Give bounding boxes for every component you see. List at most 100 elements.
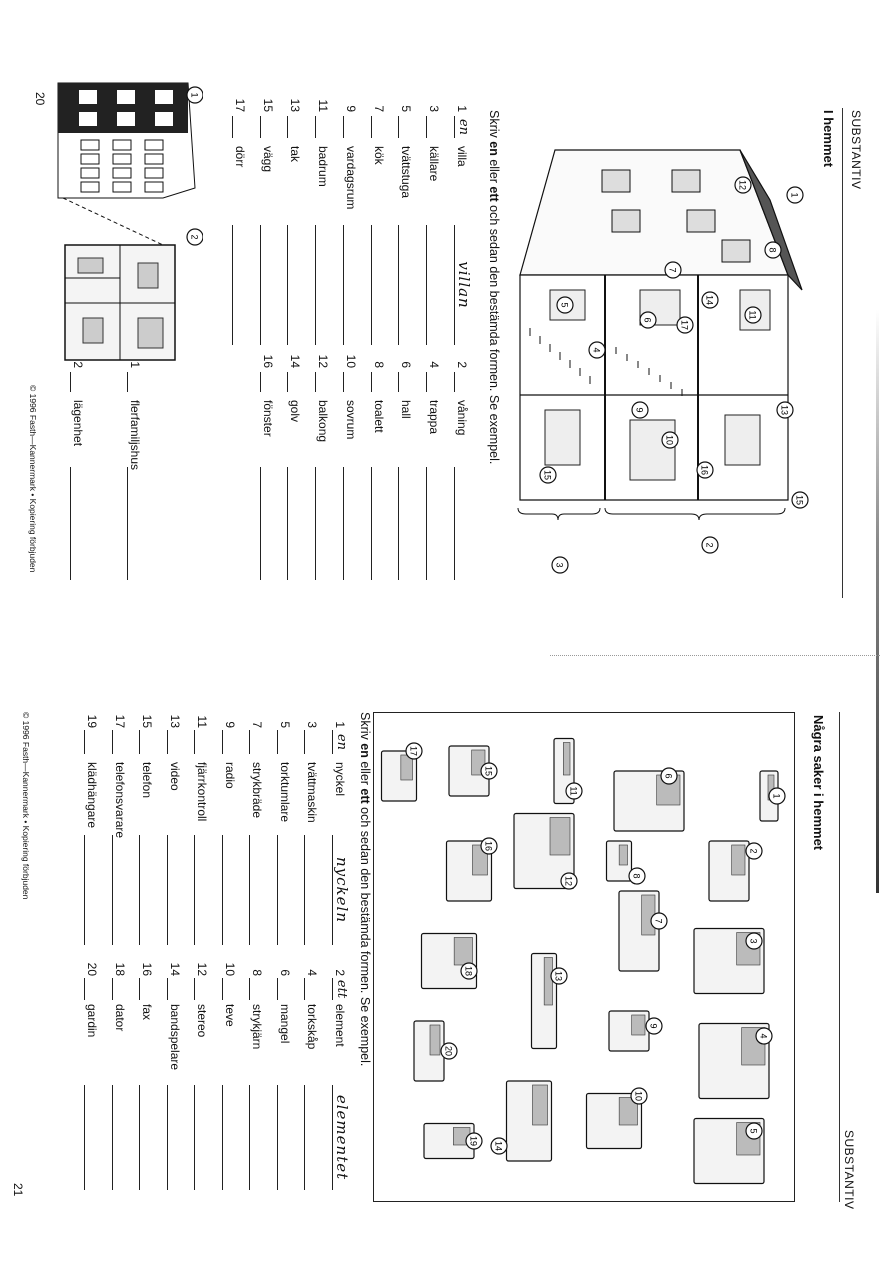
article-blank[interactable] <box>454 372 470 392</box>
callout-number: 4 <box>755 1027 773 1045</box>
callout-number: 17 <box>405 742 423 760</box>
article-blank[interactable]: ett <box>332 978 349 1000</box>
television-drawing <box>585 1092 643 1150</box>
item-number: 10 <box>223 962 237 976</box>
article-blank[interactable] <box>222 978 238 1000</box>
article-blank[interactable] <box>194 730 211 754</box>
definite-form-blank[interactable] <box>112 1085 128 1190</box>
item-word: stereo <box>195 1004 210 1038</box>
article-blank[interactable]: en <box>454 116 471 138</box>
page-title: Några saker i hemmet <box>811 715 826 851</box>
radio-drawing <box>608 1010 650 1052</box>
definite-form-blank[interactable] <box>167 1085 183 1190</box>
definite-form-blank[interactable] <box>277 1085 293 1190</box>
definite-form-blank[interactable]: elementet <box>332 1085 351 1190</box>
callout-label: 14 <box>705 295 715 305</box>
item-number: 1 <box>455 105 469 112</box>
definite-form-blank[interactable] <box>194 835 211 945</box>
computer-drawing <box>420 932 478 990</box>
definite-form-blank[interactable] <box>304 1085 321 1190</box>
item-number: 8 <box>250 969 265 976</box>
article-blank[interactable] <box>194 978 211 1000</box>
definite-form-blank[interactable] <box>167 835 183 945</box>
callout-label: 1 <box>790 192 800 197</box>
article-blank[interactable] <box>370 372 387 392</box>
definite-form-blank[interactable]: nyckeln <box>332 835 351 945</box>
scan-artifact <box>876 310 879 893</box>
item-word: telefonsvarare <box>113 762 127 839</box>
definite-form-blank[interactable] <box>84 835 101 945</box>
definite-form-blank[interactable] <box>139 1085 156 1190</box>
definite-form-blank[interactable] <box>249 835 266 945</box>
item-word: trappa <box>427 400 442 435</box>
article-blank[interactable]: en <box>332 730 349 754</box>
article-blank[interactable] <box>277 978 293 1000</box>
article-blank[interactable] <box>167 978 183 1000</box>
article-blank[interactable] <box>426 116 443 138</box>
callout-label: 2 <box>749 848 759 853</box>
definite-form-blank[interactable] <box>277 835 293 945</box>
article-blank[interactable] <box>112 978 128 1000</box>
callout-number: 15 <box>539 466 557 484</box>
item-word: våning <box>455 400 469 436</box>
instruction-bold-en: en <box>487 141 501 156</box>
definite-form-blank[interactable] <box>139 835 156 945</box>
article-blank[interactable] <box>84 730 101 754</box>
definite-form-blank[interactable] <box>426 467 443 580</box>
definite-form-blank[interactable] <box>426 225 443 345</box>
article-blank[interactable] <box>398 372 415 392</box>
callout-number: 20 <box>440 1042 458 1060</box>
item-word: teve <box>223 1004 237 1027</box>
article-blank[interactable] <box>167 730 183 754</box>
instruction-text: och sedan den bestämda formen. Se exempe… <box>358 803 372 1067</box>
article-blank[interactable] <box>112 730 128 754</box>
definite-form-blank[interactable] <box>222 835 238 945</box>
window <box>155 90 173 104</box>
article-blank[interactable] <box>304 978 321 1000</box>
definite-form-blank[interactable] <box>249 1085 266 1190</box>
definite-form-blank[interactable] <box>84 1085 101 1190</box>
article-blank[interactable] <box>139 730 156 754</box>
callout-number: 1 <box>768 787 786 805</box>
definite-form-blank[interactable] <box>112 835 128 945</box>
item-word: strykjärn <box>250 1004 265 1050</box>
definite-form-blank[interactable] <box>304 835 321 945</box>
definite-form-blank[interactable] <box>370 467 387 580</box>
window <box>601 169 631 193</box>
definite-form-blank[interactable] <box>454 467 470 580</box>
apartment-building-illustration: 12 <box>57 82 203 361</box>
definite-form-blank[interactable] <box>398 225 415 345</box>
definite-form-blank[interactable] <box>222 1085 238 1190</box>
article-blank[interactable] <box>277 730 293 754</box>
callout-label: 19 <box>469 1136 479 1146</box>
article-blank[interactable] <box>84 978 101 1000</box>
article-blank[interactable] <box>426 372 443 392</box>
article-blank[interactable] <box>249 978 266 1000</box>
article-blank[interactable] <box>249 730 266 754</box>
callout-number: 1 <box>186 86 203 104</box>
article-blank[interactable] <box>222 730 238 754</box>
instruction-text: eller <box>358 757 372 789</box>
definite-form-blank[interactable] <box>398 467 415 580</box>
article-blank[interactable] <box>398 116 415 138</box>
article-blank[interactable] <box>304 730 321 754</box>
item-number: 8 <box>371 361 386 368</box>
callout-label: 1 <box>772 793 782 798</box>
definite-form-blank[interactable]: villan <box>454 225 473 345</box>
item-word: gardin <box>85 1004 100 1038</box>
copyright: © 1996 Fasth—Kannermark • Kopiering förb… <box>28 385 38 573</box>
callout-label: 12 <box>738 180 748 190</box>
iron-drawing <box>605 840 633 882</box>
callout-number: 12 <box>734 176 752 194</box>
definite-form-blank[interactable] <box>370 225 387 345</box>
article-blank[interactable] <box>370 116 387 138</box>
definite-form-blank[interactable] <box>194 1085 211 1190</box>
item-number: 13 <box>168 714 182 728</box>
plan-furniture <box>137 262 159 289</box>
article-blank[interactable] <box>139 978 156 1000</box>
item-word: video <box>168 762 182 791</box>
callout-number: 7 <box>664 261 682 279</box>
